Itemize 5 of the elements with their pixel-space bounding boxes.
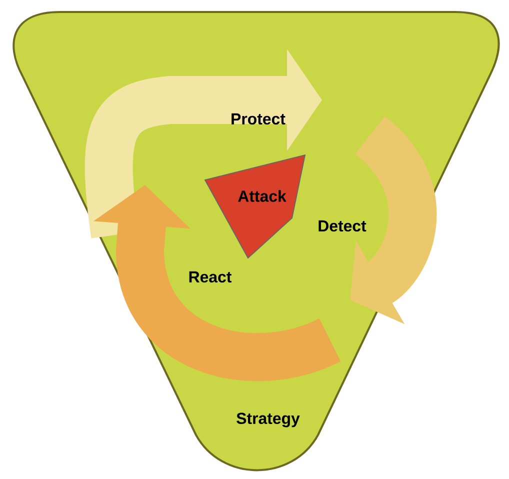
node-label: Protect (232, 113, 286, 125)
node-label: Strategy (236, 412, 300, 428)
node-label: React (189, 271, 232, 283)
node-label: Detect (318, 220, 366, 232)
node-label: Attack (238, 190, 286, 202)
